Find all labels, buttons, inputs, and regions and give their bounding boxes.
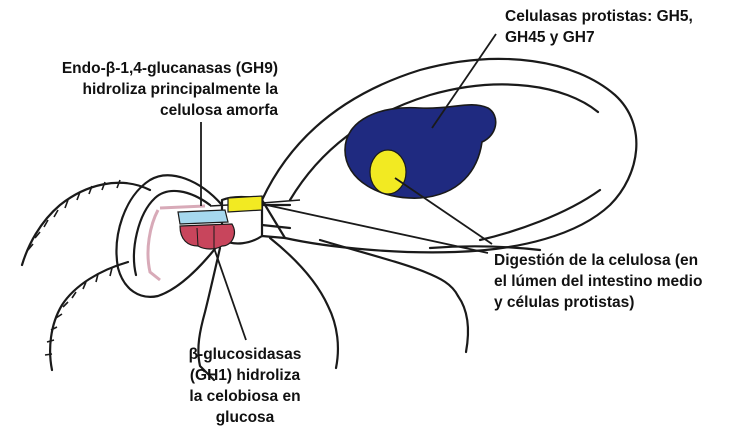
- salivary-gland-lower: [180, 224, 234, 249]
- protist-cell: [370, 150, 406, 194]
- cellulose-digestion-line-3: y células protistas): [494, 292, 702, 313]
- beta-glucosidases-line-1: β-glucosidasas: [170, 344, 320, 365]
- endoglucanases-line-3: celulosa amorfa: [8, 100, 278, 121]
- beta-glucosidases-line-2: (GH1) hidroliza: [170, 365, 320, 386]
- endoglucanases-line-1: Endo-β-1,4-glucanasas (GH9): [8, 58, 278, 79]
- cellulose-digestion-line-1: Digestión de la celulosa (en: [494, 250, 702, 271]
- hindgut-pouch: [345, 105, 496, 198]
- antenna-lower: [50, 262, 128, 370]
- hind-leg-lower: [458, 296, 468, 352]
- antenna-lower-segments: [45, 268, 112, 355]
- endoglucanases-line-2: hidroliza principalmente la: [8, 79, 278, 100]
- leader-digest-midgut: [262, 204, 488, 253]
- midgut-segment: [228, 196, 262, 212]
- protist-cellulases-label: Celulasas protistas: GH5, GH45 y GH7: [505, 6, 693, 48]
- beta-glucosidases-line-4: glucosa: [170, 407, 320, 428]
- foregut-connector: [160, 206, 205, 208]
- cellulose-digestion-label: Digestión de la celulosa (en el lúmen de…: [494, 250, 702, 313]
- cellulose-digestion-line-2: el lúmen del intestino medio: [494, 271, 702, 292]
- salivary-gland-upper: [178, 210, 228, 224]
- beta-glucosidases-label: β-glucosidasas (GH1) hidroliza la celobi…: [170, 344, 320, 428]
- protist-cellulases-line-2: GH45 y GH7: [505, 27, 693, 48]
- beta-glucosidases-line-3: la celobiosa en: [170, 386, 320, 407]
- protist-cellulases-line-1: Celulasas protistas: GH5,: [505, 6, 693, 27]
- foregut-tube: [148, 210, 160, 280]
- antenna-upper: [22, 183, 150, 265]
- antenna-upper-segments: [28, 180, 120, 250]
- leader-beta: [214, 248, 246, 340]
- endoglucanases-label: Endo-β-1,4-glucanasas (GH9) hidroliza pr…: [8, 58, 278, 121]
- abdomen-fold: [480, 190, 600, 240]
